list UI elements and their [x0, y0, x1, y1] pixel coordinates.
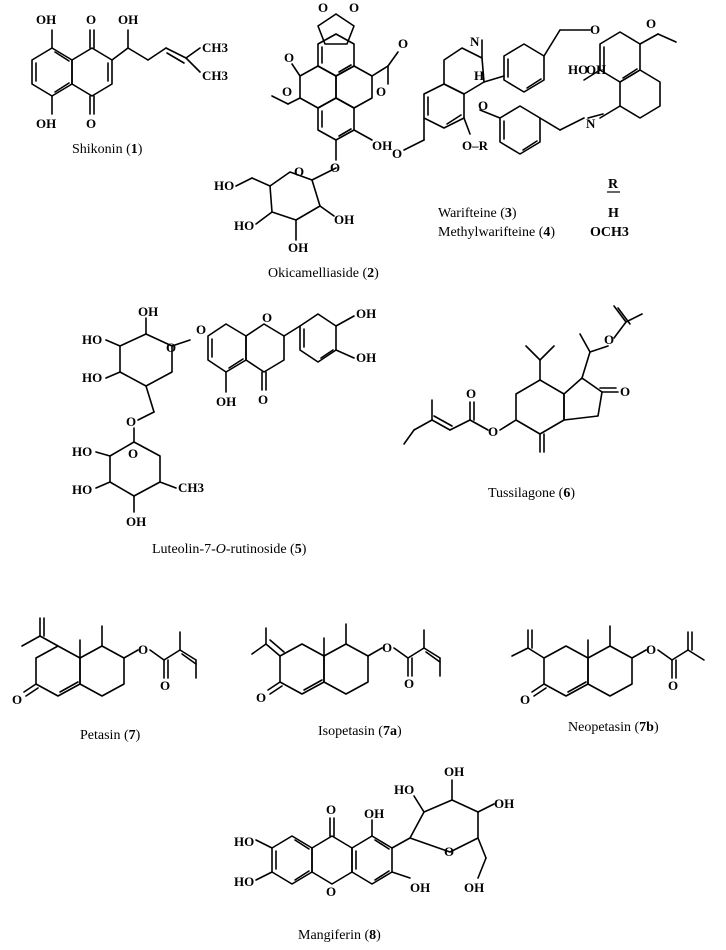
atom-oh: OH — [36, 116, 56, 131]
atom-o: O — [326, 884, 336, 899]
atom-oh: OH — [494, 796, 514, 811]
caption-neopetasin: Neopetasin (7b) — [568, 720, 659, 735]
atom-o: O — [258, 392, 268, 407]
caption-mangiferin: Mangiferin (8) — [298, 928, 381, 943]
atom-ho: HO — [82, 370, 102, 385]
atom-o: O — [520, 692, 530, 707]
atom-o: O — [12, 692, 22, 707]
structure-neopetasin: O O O — [511, 625, 705, 707]
atom-ho: HO — [394, 782, 414, 797]
atom-or: O–R — [462, 138, 489, 153]
atom-ch3: CH3 — [178, 480, 205, 495]
atom-n: N — [470, 34, 480, 49]
atom-o: O — [466, 386, 476, 401]
atom-o: O — [160, 678, 170, 693]
atom-o: O — [349, 0, 359, 15]
atom-o: O — [282, 84, 292, 99]
atom-ho: HO — [234, 874, 254, 889]
caption-shikonin: Shikonin (1) — [72, 142, 143, 157]
atom-ho: HO — [72, 444, 92, 459]
atom-o: O — [284, 50, 294, 65]
atom-o: O — [166, 340, 176, 355]
atom-oh: OH — [216, 394, 236, 409]
atom-ho: HO — [234, 834, 254, 849]
atom-ho: HO — [72, 482, 92, 497]
atom-ho: HO — [82, 332, 102, 347]
atom-o: O — [294, 164, 304, 179]
atom-o: O — [478, 98, 488, 113]
atom-o: O — [126, 414, 136, 429]
label-warifteine: Warifteine (3) — [438, 206, 517, 221]
structure-isopetasin: O O O — [251, 623, 441, 705]
atom-n: N — [586, 116, 596, 131]
atom-o: O — [318, 0, 328, 15]
atom-oh: OH — [444, 764, 464, 779]
structure-petasin: O O O — [12, 617, 197, 707]
structure-shikonin: OH O OH OH O CH3 CH3 — [31, 12, 229, 131]
structure-okicamelliaside: O O O O O O OH O O HO HO OH OH — [214, 0, 408, 255]
caption-okicamelliaside: Okicamelliaside (2) — [268, 266, 379, 281]
atom-o: O — [392, 146, 402, 161]
caption-tussilagone: Tussilagone (6) — [488, 486, 576, 501]
atom-o: O — [138, 642, 148, 657]
atom-oh: OH — [364, 806, 384, 821]
caption-luteolin-rutinoside: Luteolin-7-O-rutinoside (5) — [152, 542, 307, 557]
r-value-methylwarifteine: OCH3 — [590, 225, 629, 240]
atom-o: O — [86, 116, 96, 131]
atom-oh: OH — [464, 880, 484, 895]
atom-o: O — [330, 160, 340, 175]
caption-petasin: Petasin (7) — [80, 728, 141, 743]
atom-ch3: CH3 — [202, 40, 229, 55]
caption-isopetasin: Isopetasin (7a) — [318, 724, 402, 739]
atom-o: O — [256, 690, 266, 705]
atom-o: O — [590, 22, 600, 37]
atom-oh: OH — [138, 304, 158, 319]
atom-oh: HO — [568, 62, 588, 77]
r-value-warifteine: H — [608, 206, 619, 221]
atom-oh: OH — [356, 306, 376, 321]
atom-ho: HO — [214, 178, 234, 193]
atom-o: O — [382, 640, 392, 655]
atom-o: O — [196, 322, 206, 337]
atom-o: O — [646, 16, 656, 31]
atom-o: O — [668, 678, 678, 693]
atom-oh: OH — [356, 350, 376, 365]
structure-luteolin-rutinoside: OH HO HO O O O OH O OH OH O O HO HO OH C… — [72, 304, 376, 529]
atom-o: O — [604, 332, 614, 347]
atom-ho: HO — [234, 218, 254, 233]
atom-o: O — [404, 676, 414, 691]
atom-o: O — [326, 802, 336, 817]
atom-ch3: CH3 — [202, 68, 229, 83]
atom-oh: OH — [288, 240, 308, 255]
atom-o: O — [128, 446, 138, 461]
atom-o: O — [488, 424, 498, 439]
atom-oh: OH — [118, 12, 138, 27]
atom-o: O — [262, 310, 272, 325]
structure-mangiferin: HO HO O O OH OH O HO OH OH OH — [234, 764, 514, 899]
atom-o: O — [620, 384, 630, 399]
r-table-header: R — [608, 177, 619, 192]
atom-oh: OH — [586, 62, 606, 77]
structure-tussilagone: O O O O — [403, 305, 643, 453]
atom-oh: OH — [372, 138, 392, 153]
atom-oh: OH — [36, 12, 56, 27]
atom-oh: OH — [410, 880, 430, 895]
atom-o: O — [86, 12, 96, 27]
atom-oh: OH — [126, 514, 146, 529]
atom-h: H — [474, 68, 484, 83]
atom-o: O — [398, 36, 408, 51]
label-methylwarifteine: Methylwarifteine (4) — [438, 225, 555, 240]
atom-oh: OH — [334, 212, 354, 227]
atom-o: O — [376, 84, 386, 99]
atom-o: O — [444, 844, 454, 859]
atom-o: O — [646, 642, 656, 657]
structure-warifteine: N H O O HO OH O N O O–R R H OCH3 — [392, 16, 677, 240]
